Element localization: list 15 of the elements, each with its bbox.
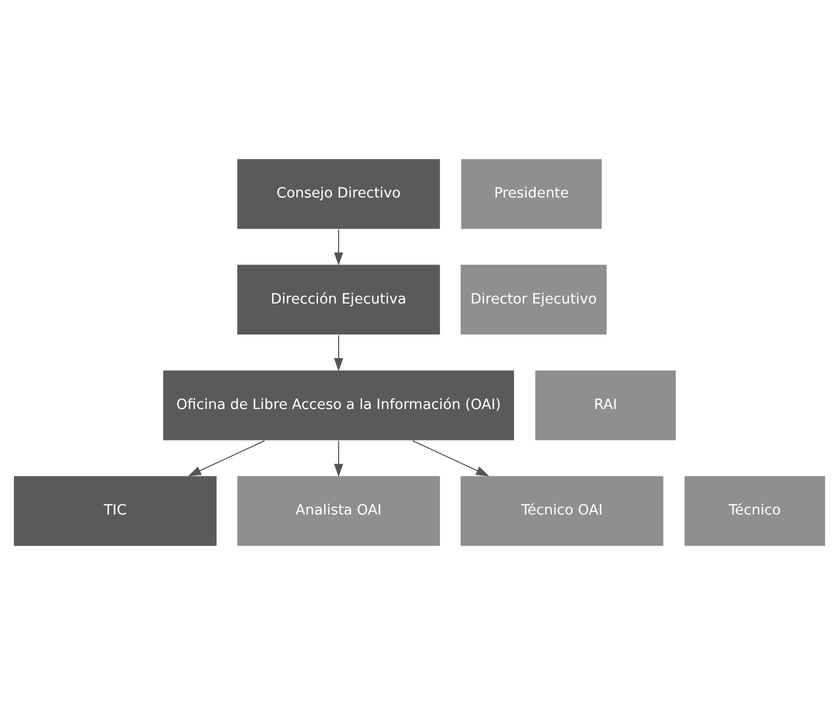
node-box: RAI <box>534 368 676 441</box>
node-box: Presidente <box>460 158 602 230</box>
node-box: Consejo Directivo <box>236 158 441 230</box>
arrow <box>334 334 343 371</box>
node-box: Oficina de Libre Acceso a la Información (OAI) <box>162 368 515 441</box>
node-box: Director Ejecutivo <box>459 263 608 336</box>
arrow <box>187 440 264 476</box>
arrow <box>334 229 343 266</box>
node-box: Técnico OAI <box>459 474 664 546</box>
arrow <box>412 440 489 476</box>
node-box: TIC <box>12 474 218 546</box>
arrow <box>334 440 343 476</box>
node-box: Técnico <box>682 474 826 546</box>
node-box: Analista OAI <box>236 474 441 546</box>
node-box: Dirección Ejecutiva <box>236 263 441 336</box>
